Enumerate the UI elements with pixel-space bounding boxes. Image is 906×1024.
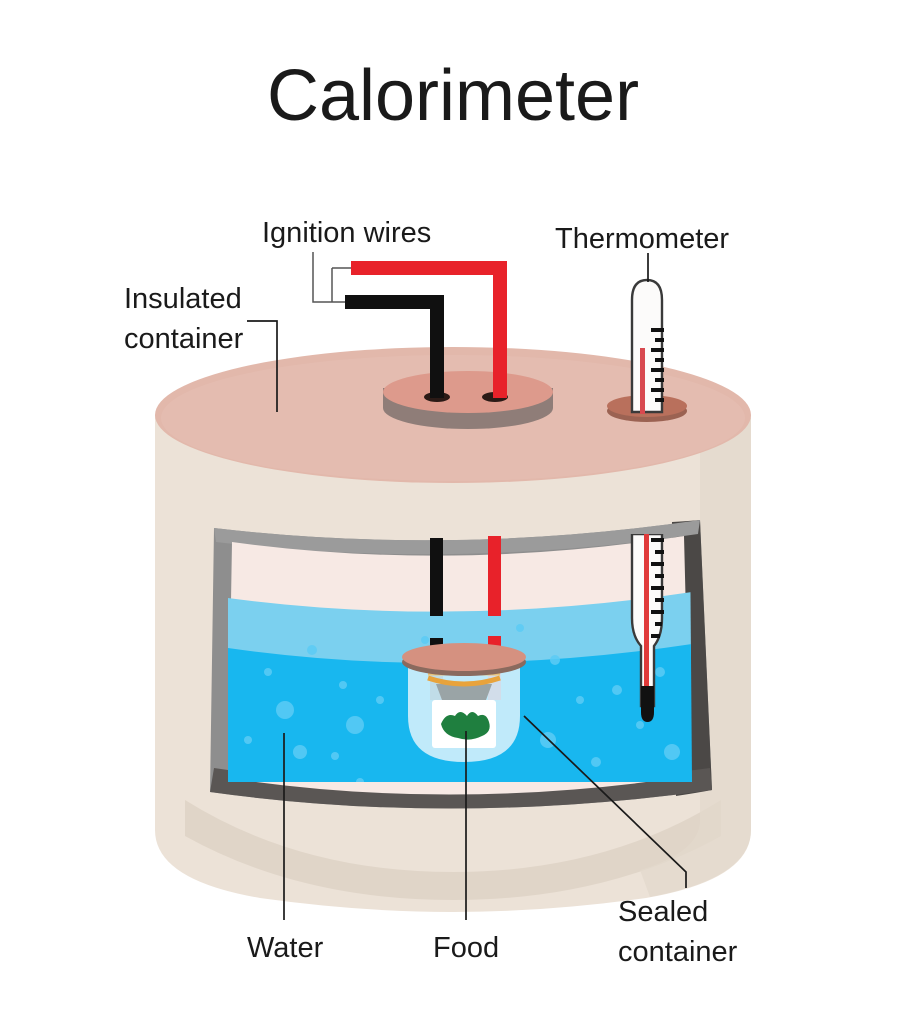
thermometer-bulb [641, 686, 654, 722]
water-bubble [356, 778, 364, 782]
leader-ignition-wires-black [312, 252, 345, 303]
lid-plug [383, 371, 553, 429]
window-frame-top-highlight [214, 520, 700, 555]
thermometer-mercury-upper [640, 348, 645, 414]
label-ignition-wires: Ignition wires [262, 217, 431, 249]
label-sealed-container-line2: container [618, 936, 738, 968]
water-bubble [516, 624, 524, 632]
thermometer-above [607, 278, 687, 422]
thermometer-body-upper [630, 278, 664, 414]
black-wire-submerged-upper [430, 538, 443, 616]
lid-plug-top [383, 371, 553, 413]
water-bubble [636, 721, 644, 729]
water-bubble [293, 745, 307, 759]
label-food: Food [433, 932, 499, 964]
thermometer-ticks-lower [651, 538, 664, 638]
container-right-shade [640, 418, 751, 897]
water-bubble [331, 752, 339, 760]
page-title: Calorimeter [267, 56, 639, 136]
water-bubble [276, 701, 294, 719]
sealed-container [402, 643, 526, 762]
water-bubble [550, 655, 560, 665]
red-wire-submerged-upper [488, 536, 501, 616]
thermometer-mercury-lower [644, 534, 649, 709]
water-bubble [244, 736, 252, 744]
label-thermometer: Thermometer [555, 223, 729, 255]
water-surface-band [228, 592, 692, 676]
black-wire [345, 295, 444, 398]
water-bubble [346, 716, 364, 734]
water-bubble [339, 681, 347, 689]
crucible-holder [436, 684, 492, 700]
thermometer-ticks-upper [651, 328, 664, 402]
water-bubble [664, 744, 680, 760]
leader-insulated-container [247, 320, 278, 412]
water-bubbles [244, 624, 680, 782]
label-insulated-container-line2: container [124, 323, 244, 355]
water-bubble [591, 757, 601, 767]
sealed-container-lid-top [402, 643, 526, 671]
label-sealed-container-line1: Sealed [618, 896, 708, 928]
food-sample [441, 712, 490, 740]
thermometer-submerged [630, 534, 664, 722]
ignition-wires-above [345, 261, 507, 398]
water-bubble [421, 636, 429, 644]
red-wire [351, 261, 507, 398]
container-base-shade [185, 800, 721, 900]
water-bubble [655, 667, 665, 677]
leader-sealed-container [523, 715, 687, 888]
label-insulated-container-line1: Insulated [124, 283, 242, 315]
ignition-filament [427, 675, 501, 687]
water-bubble [307, 645, 317, 655]
water-bubble [264, 668, 272, 676]
label-water: Water [247, 932, 324, 964]
water-bubble [576, 696, 584, 704]
water-bubble [376, 696, 384, 704]
water-bubble [612, 685, 622, 695]
